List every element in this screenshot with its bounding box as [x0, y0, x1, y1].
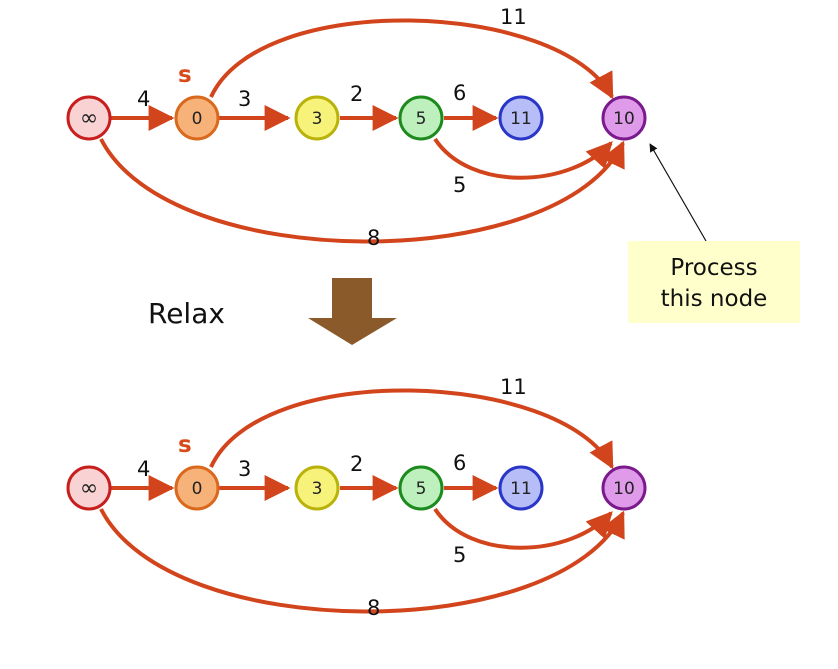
node-11-label: 11: [510, 109, 532, 129]
callout-box: [628, 241, 800, 323]
source-marker: s: [178, 62, 192, 88]
node-0: 0: [174, 465, 220, 511]
edge-label-0-3: 3: [238, 457, 251, 481]
edge-label-3-5: 2: [350, 452, 363, 476]
relax-label: Relax: [148, 297, 225, 330]
edge-inf-to-10: [99, 138, 625, 244]
relax-transition: Relax: [148, 278, 397, 345]
edge-label-5-10: 5: [453, 543, 466, 567]
edge-5-to-10: [433, 507, 613, 550]
node-inf: ∞: [66, 465, 112, 511]
node-3-label: 3: [312, 479, 323, 499]
edge-label-0-3: 3: [238, 87, 251, 111]
edge-label-5-10: 5: [453, 173, 466, 197]
node-10: 10: [601, 465, 647, 511]
edge-0-to-10: [209, 18, 614, 100]
node-5-label: 5: [416, 479, 427, 499]
callout-line-2: this node: [661, 286, 768, 312]
edge-label-0-10: 11: [500, 5, 527, 29]
node-0-label: 0: [192, 109, 203, 129]
source-marker: s: [178, 432, 192, 458]
node-10-label: 10: [613, 479, 635, 499]
relax-arrow-shaft: [332, 278, 372, 318]
edge-5-to-10: [433, 137, 613, 180]
edge-label-5-11: 6: [453, 81, 466, 105]
node-10: 10: [601, 95, 647, 141]
callout: Process this node: [628, 143, 800, 323]
node-10-label: 10: [613, 109, 635, 129]
node-5: 5: [398, 465, 444, 511]
callout-line-1: Process: [670, 255, 757, 281]
relax-arrow-head: [308, 318, 397, 345]
node-11: 11: [498, 465, 544, 511]
node-5-label: 5: [416, 109, 427, 129]
edge-inf-to-10: [99, 508, 625, 614]
node-11-label: 11: [510, 479, 532, 499]
callout-pointer: [649, 143, 707, 242]
node-inf-label: ∞: [80, 476, 98, 501]
node-0: 0: [174, 95, 220, 141]
node-11: 11: [498, 95, 544, 141]
node-inf-label: ∞: [80, 106, 98, 131]
node-5: 5: [398, 95, 444, 141]
diagram-after: 4 3 2 6 11 5 8 s ∞ 0 3 5 11 10: [66, 375, 647, 620]
edge-label-inf-0: 4: [137, 87, 150, 111]
edge-label-0-10: 11: [500, 375, 527, 399]
diagram-before: 4 3 2 6 11 5 8 s ∞ 0 3 5 11: [66, 5, 647, 250]
edge-label-3-5: 2: [350, 82, 363, 106]
edge-label-inf-10: 8: [367, 596, 380, 620]
edge-label-inf-0: 4: [137, 457, 150, 481]
node-3: 3: [294, 465, 340, 511]
edge-label-5-11: 6: [453, 451, 466, 475]
edge-0-to-10: [209, 388, 614, 470]
node-3: 3: [294, 95, 340, 141]
node-3-label: 3: [312, 109, 323, 129]
node-inf: ∞: [66, 95, 112, 141]
edge-label-inf-10: 8: [367, 226, 380, 250]
node-0-label: 0: [192, 479, 203, 499]
